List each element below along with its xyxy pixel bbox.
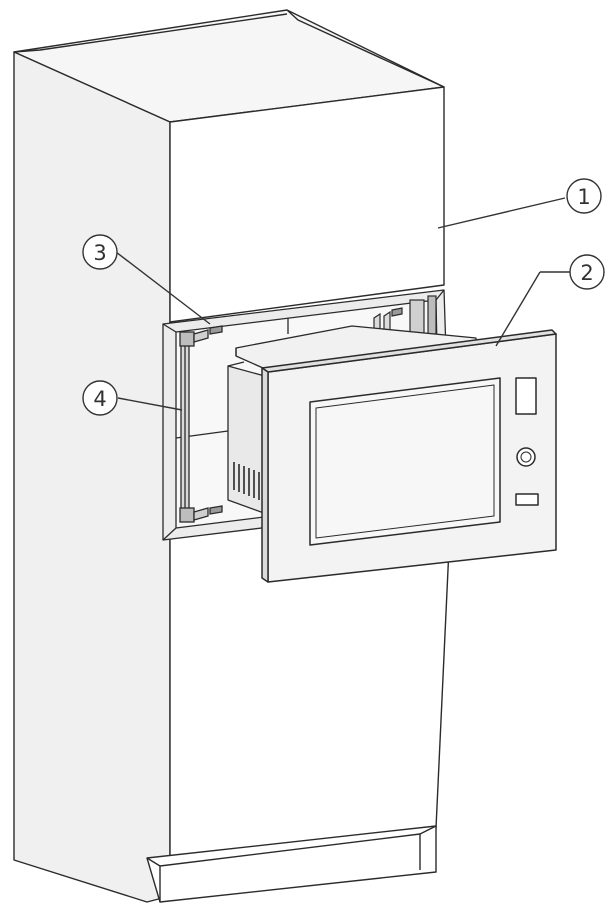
microwave-body bbox=[227, 325, 477, 517]
door-window bbox=[309, 377, 501, 546]
callout-1-circle bbox=[566, 178, 602, 214]
trim-frame bbox=[261, 329, 557, 583]
leader-line-3 bbox=[115, 251, 211, 325]
callout-2-circle bbox=[569, 254, 605, 290]
cabinet-left-side bbox=[13, 51, 171, 903]
callout-4-circle bbox=[82, 380, 118, 416]
cabinet-plinth bbox=[146, 825, 437, 903]
callout-1-label: 1 bbox=[577, 185, 590, 209]
callout-4-label: 4 bbox=[93, 387, 106, 411]
callouts bbox=[82, 178, 605, 416]
control-knob bbox=[516, 447, 536, 467]
callout-3-label: 3 bbox=[93, 241, 106, 265]
callout-2-label: 2 bbox=[580, 261, 593, 285]
tall-cabinet bbox=[13, 9, 452, 903]
door-release-button bbox=[515, 493, 539, 506]
display-window bbox=[515, 377, 537, 415]
leader-line-2 bbox=[495, 271, 541, 347]
cabinet-front-upper bbox=[169, 86, 445, 323]
leader-line-4 bbox=[117, 397, 183, 411]
mounting-rail-left bbox=[179, 325, 223, 523]
callout-3-circle bbox=[82, 234, 118, 270]
leader-line-1 bbox=[437, 197, 566, 229]
